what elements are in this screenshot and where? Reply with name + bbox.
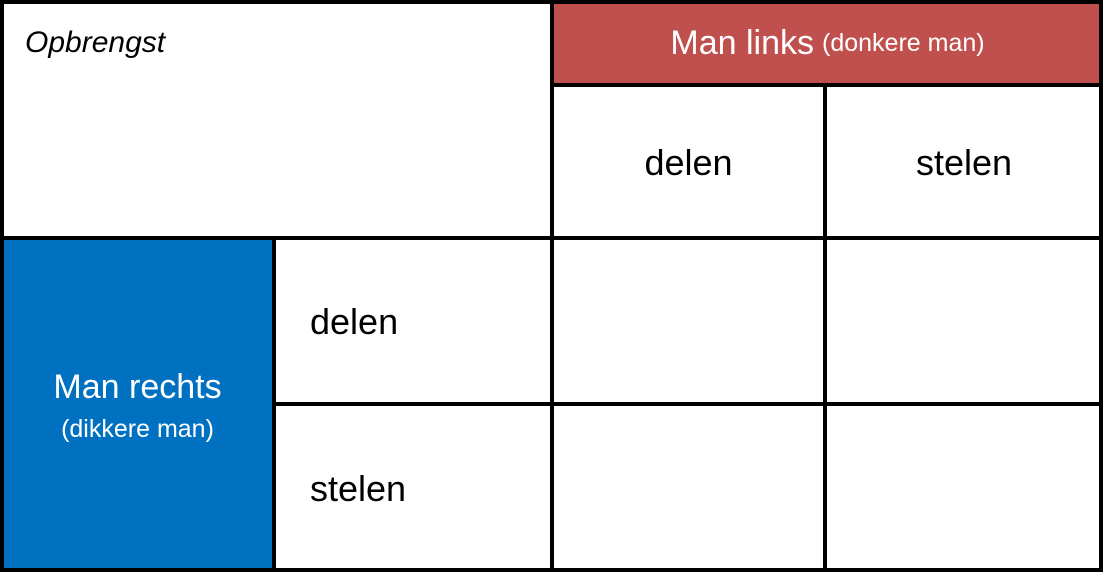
payoff-cell-stelen-stelen bbox=[825, 405, 1103, 572]
border-right bbox=[1099, 0, 1103, 572]
divider-column-strategies bbox=[823, 83, 827, 572]
row-player-name: Man rechts bbox=[53, 367, 222, 406]
border-left bbox=[0, 0, 4, 572]
row-strategy-label: delen bbox=[310, 301, 399, 342]
column-strategy-delen: delen bbox=[552, 86, 825, 239]
column-strategy-label: stelen bbox=[915, 141, 1013, 183]
row-strategy-delen: delen bbox=[275, 239, 552, 405]
payoff-cell-stelen-delen bbox=[552, 405, 825, 572]
payoff-title: Opbrengst bbox=[25, 26, 166, 59]
row-strategy-stelen: stelen bbox=[275, 405, 552, 572]
matrix-corner: Opbrengst bbox=[0, 0, 552, 239]
row-player-subtitle: (dikkere man) bbox=[61, 414, 214, 443]
column-strategy-label: delen bbox=[644, 141, 733, 183]
row-strategy-label: stelen bbox=[310, 467, 407, 509]
payoff-cell-delen-stelen bbox=[825, 239, 1103, 405]
payoff-cell-delen-delen bbox=[552, 239, 825, 405]
row-player-header: Man rechts (dikkere man) bbox=[0, 239, 275, 572]
column-player-name: Man links bbox=[670, 23, 815, 62]
divider-strategy-column bbox=[550, 0, 554, 572]
column-player-subtitle: (donkere man) bbox=[822, 28, 985, 57]
column-player-header: Man links (donkere man) bbox=[552, 0, 1103, 86]
divider-row-strategies bbox=[272, 402, 1103, 406]
column-strategy-stelen: stelen bbox=[825, 86, 1103, 239]
